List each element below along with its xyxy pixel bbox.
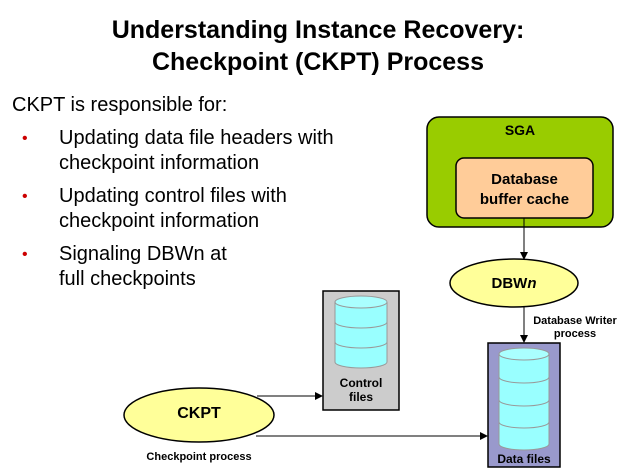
dbw-process-line-1: Database Writer — [533, 315, 617, 327]
dbwn-label-base: DBW — [491, 275, 528, 292]
buffer-cache-line-1: Database — [491, 171, 558, 188]
dbw-process-label: Database Writer process — [520, 315, 630, 341]
dbwn-label-italic: n — [527, 275, 537, 292]
bullet-1-line-1: Updating data file headers with — [59, 127, 334, 149]
dbwn-label: DBWn — [450, 275, 578, 292]
bullet-3-line-2: full checkpoints — [59, 268, 196, 290]
bullet-dot-icon: • — [22, 130, 28, 147]
data-files-cylinder-icon — [498, 347, 550, 451]
ckpt-process-label: Checkpoint process — [146, 451, 252, 463]
title-line-2: Checkpoint (CKPT) Process — [151, 48, 484, 76]
data-files-label: Data files — [497, 452, 551, 466]
sga-label: SGA — [504, 122, 536, 138]
buffer-cache-line-2: buffer cache — [479, 191, 570, 208]
bullet-1-line-2: checkpoint information — [59, 152, 260, 174]
bullet-2-line-1: Updating control files with — [59, 185, 287, 207]
control-files-cylinder-icon — [334, 295, 388, 369]
title-line-1: Understanding Instance Recovery: — [111, 16, 525, 44]
bullet-2-line-2: checkpoint information — [59, 210, 260, 232]
bullet-dot-icon: • — [22, 188, 28, 205]
ckpt-label: CKPT — [177, 405, 221, 422]
control-files-label: Control files — [323, 376, 399, 404]
intro-text: CKPT is responsible for: — [12, 94, 228, 116]
dbwn-ellipse — [449, 258, 579, 308]
slide-title: Understanding Instance Recovery: Checkpo… — [0, 14, 636, 78]
buffer-cache-label: Database buffer cache — [456, 170, 593, 210]
control-files-line-1: Control — [339, 376, 383, 390]
bullet-dot-icon: • — [22, 246, 28, 263]
bullet-3-line-1: Signaling DBWn at — [59, 243, 227, 265]
control-files-line-2: files — [348, 390, 373, 404]
ckpt-ellipse — [123, 387, 275, 443]
dbw-process-line-2: process — [553, 328, 597, 340]
